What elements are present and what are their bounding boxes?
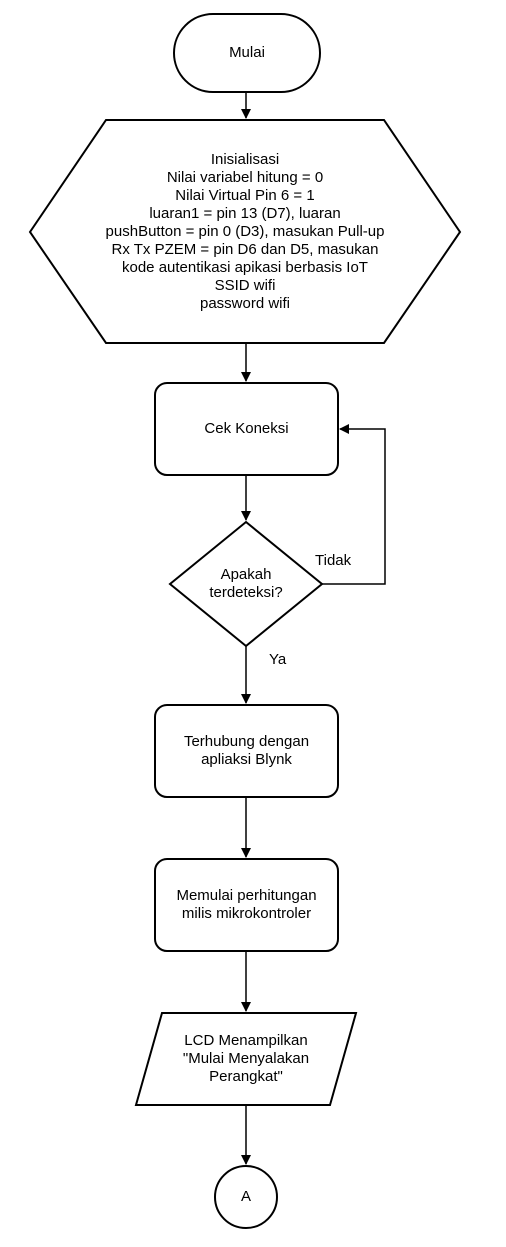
check-label: Cek Koneksi	[155, 383, 338, 475]
init-line-1: Inisialisasi	[210, 150, 280, 168]
edge-label-no: Tidak	[315, 552, 352, 569]
lcd-io-shape	[134, 1012, 358, 1106]
count-line-2: milis mikrokontroler	[181, 905, 312, 922]
init-line-6: Rx Tx PZEM = pin D6 dan D5, masukan	[111, 240, 379, 258]
lcd-line-3: Perangkat"	[209, 1068, 283, 1085]
decision-label: Apakah terdeteksi?	[170, 560, 322, 608]
lcd-label: LCD Menampilkan "Mulai Menyalakan Perang…	[146, 1013, 346, 1105]
init-line-9: password wifi	[199, 294, 291, 312]
start-terminator-shape	[173, 13, 321, 93]
edge-decision-no-loop	[322, 424, 386, 585]
connected-line-1: Terhubung dengan	[183, 733, 310, 750]
connected-line-2: apliaksi Blynk	[201, 751, 292, 768]
init-line-3: Nilai Virtual Pin 6 = 1	[175, 186, 315, 204]
init-line-8: SSID wifi	[214, 276, 276, 294]
init-line-2: Nilai variabel hitung = 0	[166, 168, 324, 186]
connector-label: A	[215, 1166, 277, 1228]
lcd-line-2: "Mulai Menyalakan	[182, 1050, 310, 1067]
count-label: Memulai perhitungan milis mikrokontroler	[155, 859, 338, 951]
init-line-7: kode autentikasi apikasi berbasis IoT	[122, 258, 368, 276]
count-line-1: Memulai perhitungan	[176, 887, 317, 904]
connected-label: Terhubung dengan apliaksi Blynk	[155, 705, 338, 797]
check-text: Cek Koneksi	[204, 420, 289, 437]
edge-label-yes: Ya	[269, 651, 287, 668]
connector-circle	[214, 1165, 278, 1229]
connector-text: A	[240, 1188, 251, 1205]
init-preparation-shape	[28, 119, 462, 344]
start-text: Mulai	[229, 44, 265, 61]
decision-line-2: terdeteksi?	[209, 584, 283, 601]
decision-line-1: Apakah	[220, 566, 272, 583]
init-line-5: pushButton = pin 0 (D3), masukan Pull-up	[105, 222, 385, 240]
lcd-line-1: LCD Menampilkan	[184, 1032, 308, 1049]
init-label: Inisialisasi Nilai variabel hitung = 0 N…	[40, 120, 450, 343]
init-line-4: luaran1 = pin 13 (D7), luaran	[149, 204, 341, 222]
start-label: Mulai	[174, 14, 320, 92]
